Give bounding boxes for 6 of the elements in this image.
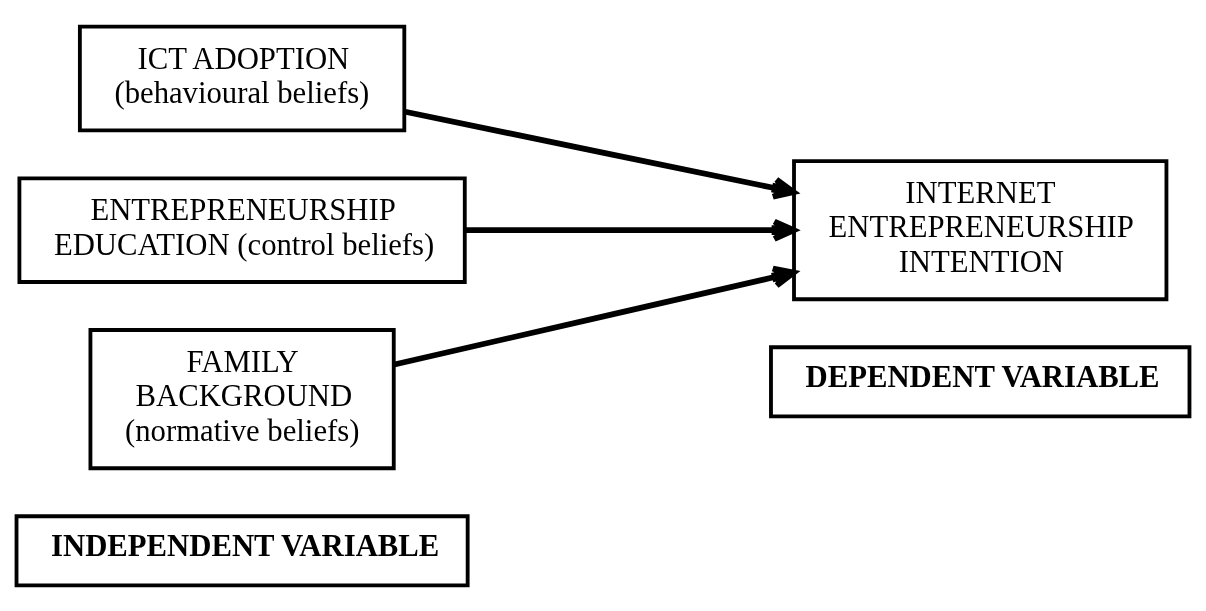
- node-box: DEPENDENT VARIABLE: [769, 344, 1192, 418]
- node-box: FAMILY BACKGROUND (normative beliefs): [88, 327, 396, 470]
- node-box: ENTREPRENEURSHIP EDUCATION (control beliefs): [17, 175, 467, 284]
- node-box: ICT ADOPTION (behavioural beliefs): [77, 24, 407, 132]
- node-box: INTERNET ENTREPRENEURSHIP INTENTION: [792, 158, 1169, 301]
- node-box: INDEPENDENT VARIABLE: [14, 513, 470, 587]
